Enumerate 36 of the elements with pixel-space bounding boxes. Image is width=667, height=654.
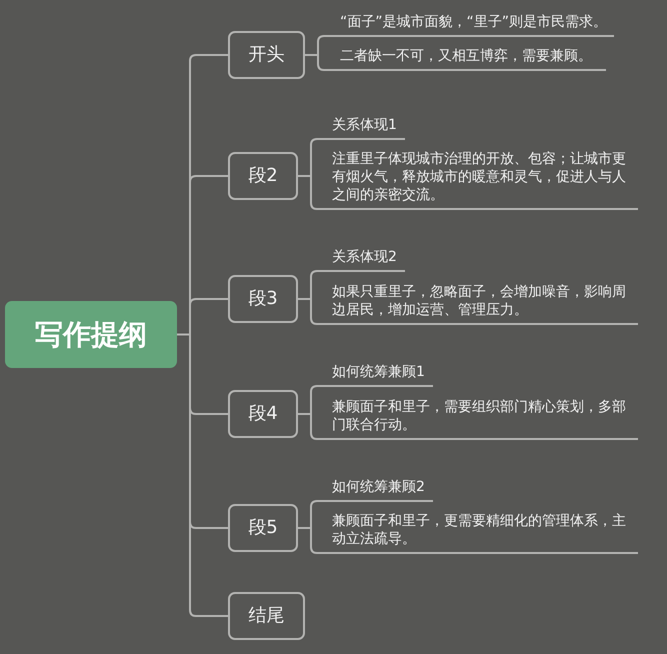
topic-label: 段4: [248, 403, 278, 425]
underlined-subtopic: [324, 49, 606, 71]
topic-box: [228, 592, 305, 640]
subtopic-text: 关系体现2: [332, 248, 397, 266]
root-topic-label: 写作提纲: [35, 318, 147, 352]
subtopic-text: 如何统筹兼顾1: [332, 363, 425, 381]
subtopic-text: 二者缺一不可，又相互博弈，需要兼顾。: [340, 47, 592, 65]
topic-label: 结尾: [248, 605, 284, 627]
topic-label: 段2: [248, 165, 278, 187]
underlined-subtopic: [317, 150, 638, 210]
topic-label: 开头: [248, 44, 284, 66]
subtopic-text: 如何统筹兼顾2: [332, 478, 425, 496]
connector-line: [305, 54, 325, 71]
underlined-subtopic: [317, 398, 638, 440]
connector-line: [177, 334, 228, 617]
underlined-subtopic: [317, 512, 638, 554]
underlined-subtopic: [324, 15, 614, 37]
underlined-subtopic: [317, 363, 433, 387]
underlined-subtopic: [317, 248, 405, 272]
topic-box: [228, 390, 298, 438]
subtopic-text: 兼顾面子和里子，需要组织部门精心策划，多部门联合行动。: [332, 398, 627, 434]
topic-box: [228, 31, 305, 79]
topic-box: [228, 504, 298, 552]
subtopic-text: 如果只重里子，忽略面子，会增加噪音，影响周边居民，增加运营、管理压力。: [332, 283, 627, 319]
subtopic-text: 兼顾面子和里子，更需要精细化的管理体系，主动立法疏导。: [332, 512, 627, 548]
underlined-subtopic: [317, 116, 405, 140]
topic-label: 段5: [248, 517, 278, 539]
subtopic-text: 注重里子体现城市治理的开放、包容；让城市更有烟火气，释放城市的暖意和灵气，促进人与人之间的亲密交流。: [332, 150, 627, 204]
underlined-subtopic: [317, 283, 638, 325]
underlined-subtopic: [317, 478, 433, 502]
topic-box: [228, 152, 298, 200]
topic-box: [228, 275, 298, 323]
topic-label: 段3: [248, 288, 278, 310]
root-topic-box: [5, 301, 177, 368]
subtopic-text: “面子”是城市面貌，“里子”则是市民需求。: [340, 13, 608, 31]
subtopic-text: 关系体现1: [332, 116, 397, 134]
